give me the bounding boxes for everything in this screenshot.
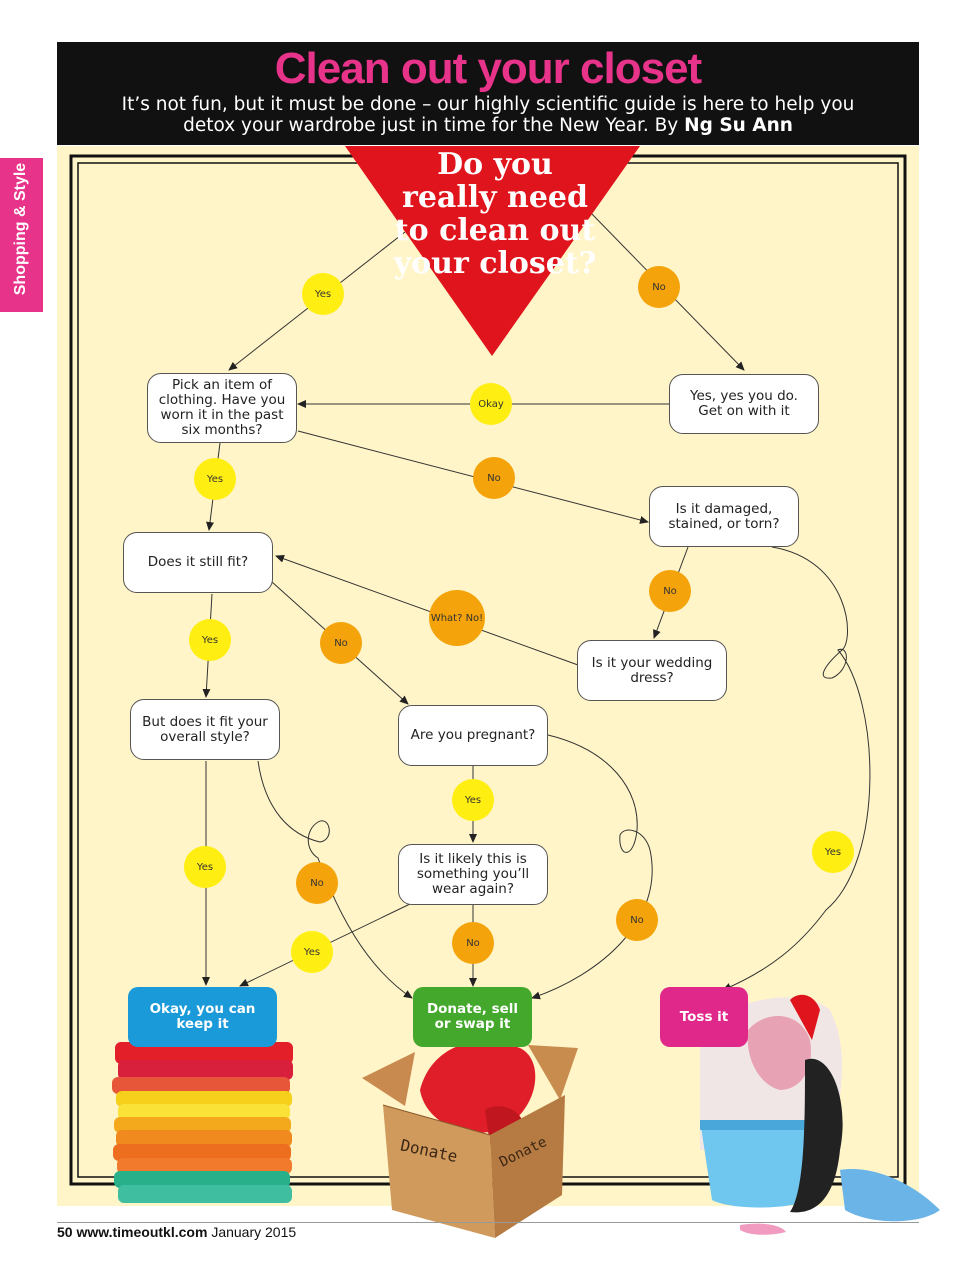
- result-donate: Donate, sell or swap it: [413, 987, 532, 1047]
- node-wedding-dress: Is it your wedding dress?: [577, 640, 727, 701]
- label-okay: Okay: [470, 383, 512, 425]
- node-wear-again: Is it likely this is something you’ll we…: [398, 844, 548, 905]
- node-still-fit: Does it still fit?: [123, 532, 273, 593]
- label-yes-1: Yes: [302, 273, 344, 315]
- label-what-no: What? No!: [429, 590, 485, 646]
- line-damaged-yes: [722, 546, 871, 991]
- label-no-6: No: [616, 899, 658, 941]
- question-triangle: [345, 146, 640, 356]
- header-banner: Clean out your closet It’s not fun, but …: [57, 42, 919, 145]
- section-tab: [0, 158, 43, 312]
- label-yes-7: Yes: [291, 931, 333, 973]
- line-style-no: [257, 760, 413, 999]
- footer-site: www.timeoutkl.com: [76, 1224, 208, 1240]
- footer-date: January 2015: [211, 1224, 297, 1240]
- result-toss-it: Toss it: [660, 987, 748, 1047]
- node-overall-style: But does it fit your overall style?: [130, 699, 280, 760]
- subtitle-text: It’s not fun, but it must be done – our …: [121, 94, 855, 136]
- line-pregnant-no: [531, 734, 653, 1000]
- label-yes-4: Yes: [452, 779, 494, 821]
- page-subtitle: It’s not fun, but it must be done – our …: [97, 94, 879, 136]
- label-no-4: No: [320, 622, 362, 664]
- label-yes-6: Yes: [184, 846, 226, 888]
- donate-box-illustration: [362, 1041, 578, 1238]
- author-name: Ng Su Ann: [684, 115, 793, 136]
- label-no-2: No: [473, 457, 515, 499]
- node-damaged: Is it damaged, stained, or torn?: [649, 486, 799, 547]
- page-footer: 50 www.timeoutkl.com January 2015: [57, 1224, 296, 1240]
- main-question: Do you really need to clean out your clo…: [393, 147, 597, 281]
- page-title: Clean out your closet: [274, 44, 702, 93]
- footer-rule: [57, 1222, 919, 1223]
- label-yes-2: Yes: [194, 458, 236, 500]
- node-pregnant: Are you pregnant?: [398, 705, 548, 766]
- label-no-5: No: [296, 862, 338, 904]
- page-number: 50: [57, 1224, 73, 1240]
- line-wedding-no: [275, 554, 579, 666]
- result-keep-it: Okay, you can keep it: [128, 987, 277, 1047]
- label-no-7: No: [452, 922, 494, 964]
- node-yes-you-do: Yes, yes you do. Get on with it: [669, 374, 819, 434]
- label-no-3: No: [649, 570, 691, 612]
- label-no-1: No: [638, 266, 680, 308]
- label-yes-5: Yes: [812, 831, 854, 873]
- label-yes-3: Yes: [189, 619, 231, 661]
- node-pick-item: Pick an item of clothing. Have you worn …: [147, 373, 297, 443]
- folded-clothes-stack-illustration: [112, 1042, 293, 1203]
